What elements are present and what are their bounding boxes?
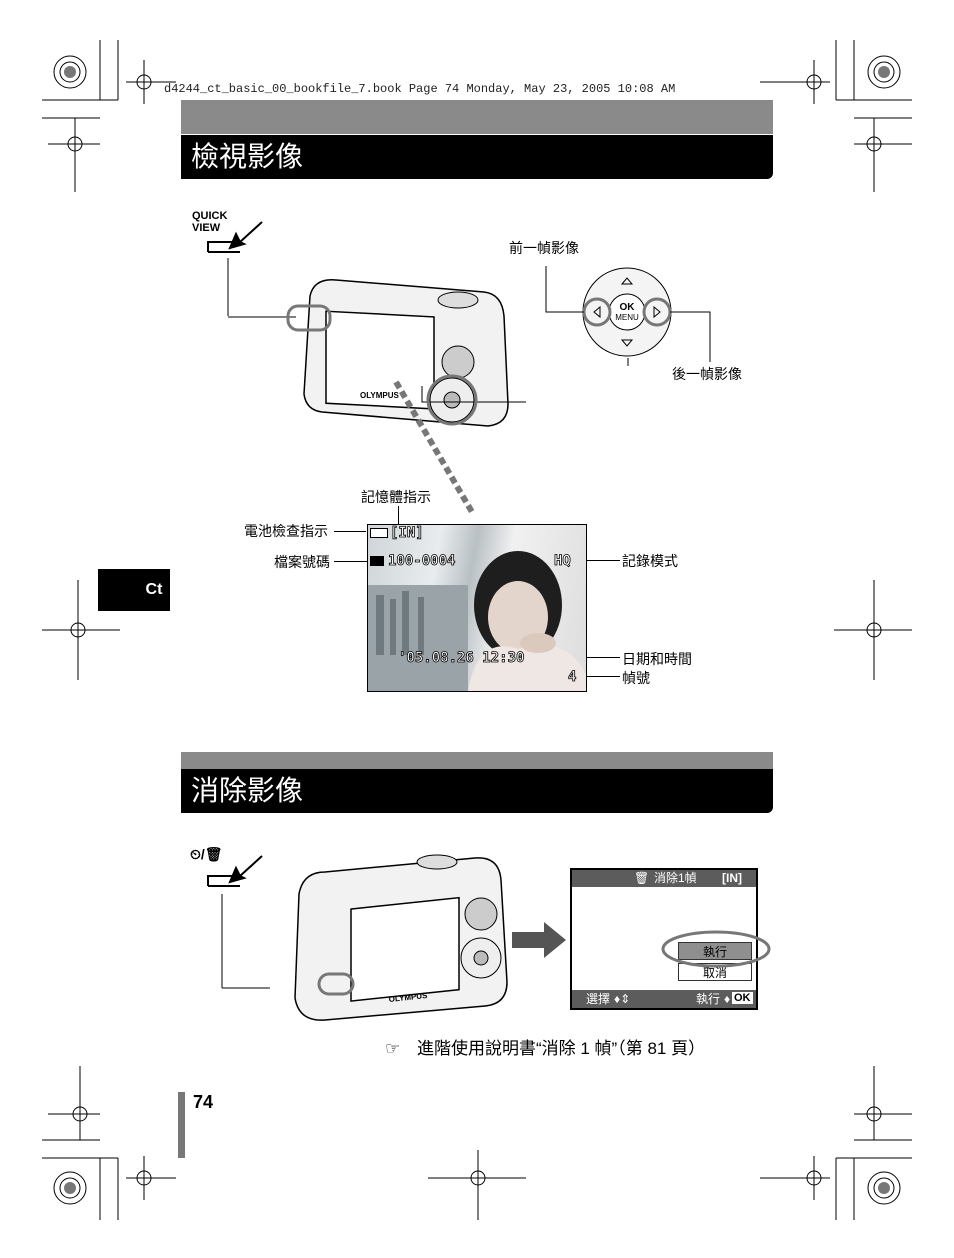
self-timer-erase-icon: ⏲/🗑 bbox=[190, 846, 223, 862]
lcd-playback-screen: [IN] 100-0004 HQ '05.08.26 12:30 4 bbox=[367, 524, 587, 692]
footer-arrow-icon: ♦ bbox=[724, 992, 731, 1006]
section1-title: 檢視影像 bbox=[181, 135, 773, 179]
camera-brand-front: OLYMPUS bbox=[388, 991, 428, 1004]
lcd-file-number: 100-0004 bbox=[370, 553, 456, 570]
portrait-photo bbox=[368, 551, 586, 691]
right-arrow-icon bbox=[512, 922, 566, 958]
lcd-file-number-value: 100-0004 bbox=[388, 553, 456, 570]
execute-button[interactable]: 執行 bbox=[678, 942, 752, 960]
section2-title: 消除影像 bbox=[181, 769, 773, 813]
erase-menu-footer: 選擇 ♦⇕ 執行 ♦ OK bbox=[572, 990, 756, 1008]
lcd-leader-line bbox=[393, 380, 475, 514]
erase-button-icon bbox=[207, 855, 270, 989]
chapter-tab: Ct bbox=[98, 569, 170, 611]
page-number: 74 bbox=[193, 1092, 214, 1112]
battery-leader bbox=[334, 531, 366, 532]
lcd-frame-count: 4 bbox=[568, 669, 577, 686]
next-frame-label: 後一幀影像 bbox=[672, 366, 742, 382]
pointing-hand-icon: ☞ bbox=[385, 1039, 401, 1058]
reference-text: 進階使用說明書“消除 1 幀”（第 81 頁） bbox=[417, 1039, 706, 1058]
erase-menu-title-bar: 🗑 消除1幀 [IN] bbox=[572, 870, 756, 887]
camera-back-illustration: OLYMPUS bbox=[228, 279, 526, 427]
arrow-pad-diagram: OK MENU bbox=[545, 266, 711, 366]
footer-ok-badge: OK bbox=[732, 992, 753, 1004]
menu-label: MENU bbox=[615, 313, 639, 322]
lcd-battery-memory: [IN] bbox=[370, 525, 424, 541]
erase-icon: 🗑 bbox=[634, 871, 650, 885]
file-number-leader bbox=[334, 561, 368, 562]
camera-back-illustration-2: OLYMPUS bbox=[294, 854, 508, 1021]
memory-leader bbox=[398, 506, 399, 526]
execute-highlight-ring bbox=[661, 930, 771, 968]
page-number-bar bbox=[178, 1092, 185, 1158]
memory-indicator-label: 記憶體指示 bbox=[361, 489, 431, 505]
erase-menu-title: 消除1幀 bbox=[654, 871, 697, 885]
erase-menu-memory: [IN] bbox=[722, 871, 742, 885]
date-time-label: 日期和時間 bbox=[622, 651, 692, 667]
ok-label: OK bbox=[620, 302, 636, 313]
prev-frame-label: 前一幀影像 bbox=[509, 240, 579, 256]
quick-view-label: QUICK VIEW bbox=[192, 210, 228, 234]
cancel-button[interactable]: 取消 bbox=[678, 963, 752, 981]
lcd-memory-value: [IN] bbox=[390, 525, 425, 541]
file-info-header: d4244_ct_basic_00_bookfile_7.book Page 7… bbox=[164, 82, 676, 96]
date-time-leader bbox=[584, 657, 620, 658]
footer-select-label: 選擇 bbox=[586, 992, 611, 1006]
file-icon bbox=[370, 556, 384, 566]
lcd-quality: HQ bbox=[554, 553, 572, 570]
lcd-datetime: '05.08.26 12:30 bbox=[398, 650, 525, 667]
footer-execute-label: 執行 bbox=[696, 992, 721, 1006]
section2-band-top bbox=[181, 752, 773, 770]
erase-menu-screen: 🗑 消除1幀 [IN] 執行 取消 選擇 ♦⇕ 執行 ♦ OK bbox=[570, 868, 758, 1010]
quick-view-button-icon bbox=[207, 221, 263, 316]
record-mode-leader bbox=[584, 560, 620, 561]
battery-icon bbox=[370, 528, 388, 538]
record-mode-label: 記錄模式 bbox=[622, 553, 678, 569]
section1-band-top bbox=[181, 100, 773, 134]
footer-select-icon: ♦⇕ bbox=[614, 992, 631, 1006]
battery-check-label: 電池檢查指示 bbox=[244, 523, 328, 539]
frame-number-label: 幀號 bbox=[622, 670, 650, 686]
file-number-label: 檔案號碼 bbox=[274, 554, 330, 570]
frame-number-leader bbox=[584, 676, 620, 677]
reference-note: ☞ 進階使用說明書“消除 1 幀”（第 81 頁） bbox=[385, 1034, 705, 1059]
camera-brand-back: OLYMPUS bbox=[360, 391, 399, 400]
